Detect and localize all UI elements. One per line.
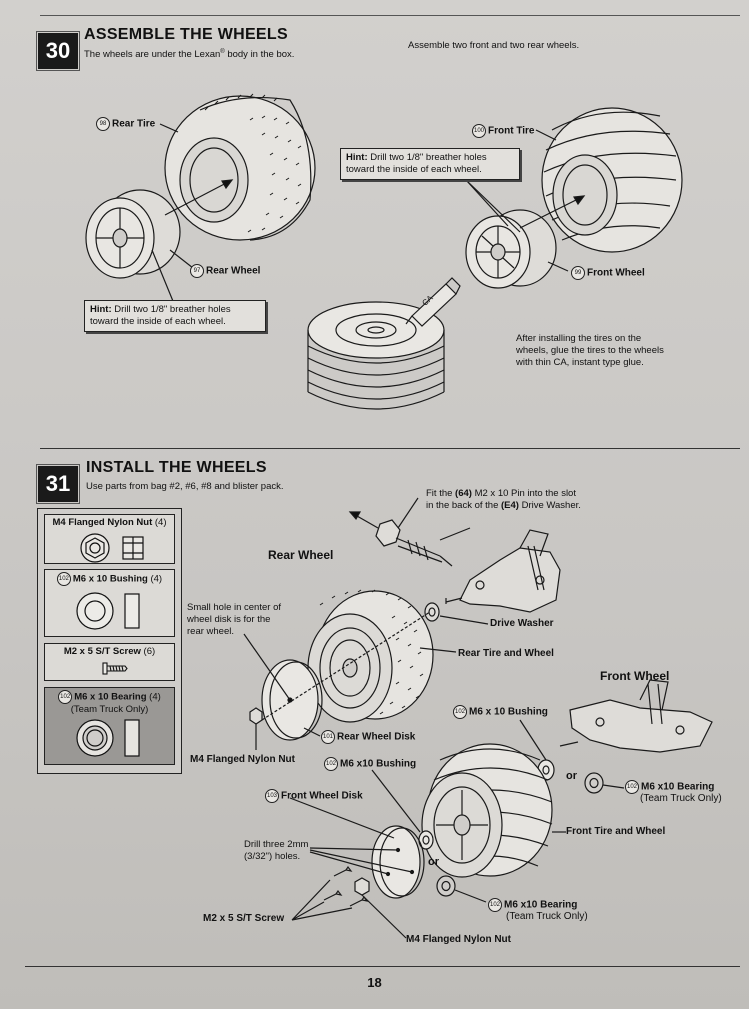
or-label-bottom: or [428, 856, 439, 868]
step-31-number: 31 [36, 464, 80, 504]
rear-tire-drawing [164, 93, 316, 241]
ca-glue-bottle-drawing [405, 277, 461, 327]
part-m4-nut: M4 Flanged Nylon Nut (4) [44, 514, 175, 564]
front-suspension-drawing [559, 679, 713, 753]
section-divider [40, 448, 740, 449]
front-tire-31-drawing [421, 743, 553, 878]
screw-label: M2 x 5 S/T Screw [203, 913, 285, 924]
m4-nut-bottom-label: M4 Flanged Nylon Nut [406, 934, 511, 945]
screw-icon [102, 662, 128, 675]
front-wheel-drawing [465, 209, 557, 289]
drive-washer-label: Drive Washer [490, 618, 554, 629]
rear-tire-31-drawing [307, 589, 434, 723]
part-m2-screw: M2 x 5 S/T Screw (6) [44, 643, 175, 681]
front-wheel-disk-drawing [371, 825, 425, 899]
step-30-number: 30 [36, 31, 80, 71]
bearing-icon [76, 719, 140, 757]
rear-wheel-drawing [85, 189, 181, 279]
front-tire-drawing [541, 107, 683, 253]
page-number: 18 [367, 975, 382, 990]
m4-nut-label: M4 Flanged Nylon Nut [190, 754, 295, 765]
rear-suspension-drawing [445, 529, 561, 613]
nut-icon [80, 533, 144, 563]
footer-rule [25, 966, 740, 967]
screws-drawing [291, 865, 369, 921]
front-tire-and-wheel-label: Front Tire and Wheel [566, 826, 666, 837]
m6-bearing-top-note: (Team Truck Only) [640, 793, 722, 804]
drive-pin-drawing [348, 497, 471, 567]
step-31-title: INSTALL THE WHEELS [86, 459, 267, 476]
step-30-note: Assemble two front and two rear wheels. [408, 40, 580, 51]
or-label-top: or [566, 770, 577, 782]
rear-wheel-heading: Rear Wheel [268, 548, 334, 562]
step-30-subtitle: The wheels are under the Lexan® body in … [84, 49, 295, 61]
m6-bearing-bottom-note: (Team Truck Only) [506, 911, 588, 922]
bushing-icon [76, 592, 140, 630]
pin-note: Fit the (64) M2 x 10 Pin into the slot i… [426, 488, 581, 511]
drill-note: Drill three 2mm(3/32") holes. [244, 839, 309, 862]
top-rule [40, 15, 740, 16]
step-31-subtitle: Use parts from bag #2, #6, #8 and bliste… [86, 481, 284, 492]
glued-tire-drawing [307, 301, 445, 410]
front-wheel-heading: Front Wheel [600, 669, 670, 683]
step-30-title: ASSEMBLE THE WHEELS [84, 26, 288, 43]
rear-tire-and-wheel-label: Rear Tire and Wheel [458, 648, 554, 659]
